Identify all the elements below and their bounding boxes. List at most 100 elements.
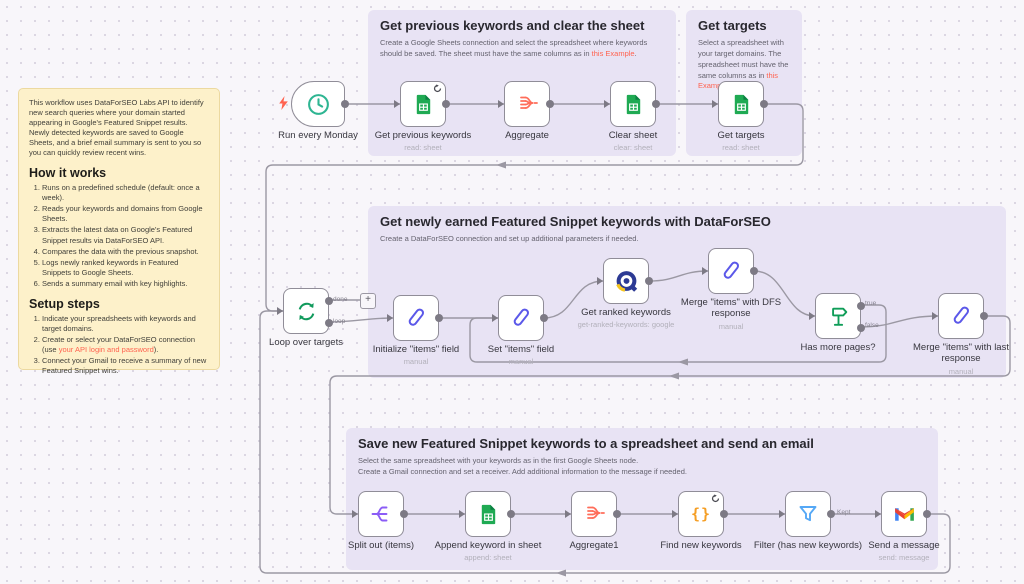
output-port[interactable] bbox=[980, 312, 988, 320]
section-desc: Select the same spreadsheet with your ke… bbox=[358, 455, 639, 465]
output-port[interactable] bbox=[645, 277, 653, 285]
list-item: Connect your Gmail to receive a summary … bbox=[42, 356, 209, 376]
node-label: Run every Monday bbox=[278, 130, 358, 141]
section-dataforseo[interactable]: Get newly earned Featured Snippet keywor… bbox=[368, 206, 1006, 378]
input-port[interactable] bbox=[702, 267, 708, 275]
node-subtitle: manual bbox=[403, 357, 429, 367]
input-port[interactable] bbox=[932, 312, 938, 320]
section-desc: Create a Google Sheets connection and se… bbox=[380, 38, 664, 60]
output-port-true[interactable] bbox=[857, 302, 865, 310]
input-port[interactable] bbox=[712, 100, 718, 108]
input-port[interactable] bbox=[387, 314, 393, 322]
node-subtitle: send: message bbox=[878, 553, 930, 563]
section-get-targets[interactable]: Get targets Select a spreadsheet with yo… bbox=[686, 10, 802, 156]
loop-icon bbox=[298, 302, 314, 320]
output-port[interactable] bbox=[442, 100, 450, 108]
output-port[interactable] bbox=[546, 100, 554, 108]
node-label: Clear sheet bbox=[608, 130, 658, 141]
output-port[interactable] bbox=[400, 510, 408, 518]
input-port[interactable] bbox=[875, 510, 881, 518]
output-port-false[interactable] bbox=[857, 324, 865, 332]
node-label: Merge "items" with DFS response bbox=[680, 297, 782, 320]
output-port-loop[interactable] bbox=[325, 319, 333, 327]
filter-funnel-icon bbox=[799, 506, 817, 522]
output-port[interactable] bbox=[827, 510, 835, 518]
node-has-more-pages[interactable]: Has more pages? bbox=[801, 293, 875, 353]
node-subtitle: read: sheet bbox=[722, 143, 760, 153]
node-label: Filter (has new keywords) bbox=[753, 540, 863, 551]
port-label-false: false bbox=[865, 322, 879, 329]
input-port[interactable] bbox=[459, 510, 465, 518]
node-subtitle: manual bbox=[948, 366, 974, 376]
input-port[interactable] bbox=[565, 510, 571, 518]
input-port[interactable] bbox=[394, 100, 400, 108]
input-port[interactable] bbox=[672, 510, 678, 518]
input-port[interactable] bbox=[779, 510, 785, 518]
output-port[interactable] bbox=[750, 267, 758, 275]
output-port[interactable] bbox=[720, 510, 728, 518]
node-label: Set "items" field bbox=[487, 344, 555, 355]
node-label: Find new keywords bbox=[660, 540, 742, 551]
section-save-and-email[interactable]: Save new Featured Snippet keywords to a … bbox=[346, 428, 938, 570]
node-filter-has-new-keywords[interactable]: Filter (has new keywords) bbox=[754, 491, 862, 551]
node-label: Send a message bbox=[868, 540, 940, 551]
code-braces-icon: {} bbox=[690, 505, 712, 523]
dataforseo-icon bbox=[615, 270, 637, 292]
node-label: Aggregate1 bbox=[569, 540, 619, 551]
google-sheets-icon bbox=[481, 504, 495, 524]
output-port[interactable] bbox=[923, 510, 931, 518]
list-item-text: Create or select your DataForSEO connect… bbox=[42, 334, 195, 354]
output-port[interactable] bbox=[760, 100, 768, 108]
port-label-done: done bbox=[333, 296, 348, 303]
list-item: Logs newly ranked keywords in Featured S… bbox=[42, 258, 209, 278]
node-send-a-message[interactable]: Send a message send: message bbox=[868, 491, 940, 562]
output-port[interactable] bbox=[652, 100, 660, 108]
input-port[interactable] bbox=[604, 100, 610, 108]
node-get-targets[interactable]: Get targets read: sheet bbox=[712, 81, 768, 152]
input-port[interactable] bbox=[277, 307, 283, 315]
node-label: Get targets bbox=[717, 130, 765, 141]
node-run-every-monday[interactable]: Run every Monday bbox=[278, 81, 358, 141]
example-link[interactable]: this Example bbox=[591, 48, 635, 58]
list-item: Indicate your spreadsheets with keywords… bbox=[42, 314, 209, 334]
node-aggregate[interactable]: Aggregate bbox=[498, 81, 554, 141]
node-find-new-keywords[interactable]: {} Find new keywords bbox=[660, 491, 742, 551]
node-aggregate1[interactable]: Aggregate1 bbox=[565, 491, 621, 551]
how-it-works-list: Runs on a predefined schedule (default: … bbox=[29, 183, 209, 288]
node-loop-over-targets[interactable]: Loop over targets bbox=[269, 288, 343, 348]
api-login-link[interactable]: your API login and password bbox=[58, 344, 154, 354]
port-label-kept: Kept bbox=[837, 509, 851, 516]
example-link[interactable]: this Example bbox=[698, 70, 779, 91]
output-port[interactable] bbox=[435, 314, 443, 322]
list-item: Sends a summary email with key highlight… bbox=[42, 279, 209, 289]
input-port[interactable] bbox=[597, 277, 603, 285]
setup-steps-list: Indicate your spreadsheets with keywords… bbox=[29, 314, 209, 376]
add-node-plus-button[interactable]: + bbox=[360, 293, 376, 309]
node-label: Get ranked keywords bbox=[581, 307, 671, 318]
section-title: Get newly earned Featured Snippet keywor… bbox=[380, 214, 771, 229]
input-port[interactable] bbox=[352, 510, 358, 518]
input-port[interactable] bbox=[498, 100, 504, 108]
output-port-done[interactable] bbox=[325, 297, 333, 305]
sticky-note[interactable]: This workflow uses DataForSEO Labs API t… bbox=[18, 88, 220, 375]
output-port[interactable] bbox=[613, 510, 621, 518]
input-port[interactable] bbox=[809, 312, 815, 320]
input-port[interactable] bbox=[492, 314, 498, 322]
sticky-intro: This workflow uses DataForSEO Labs API t… bbox=[29, 98, 204, 158]
output-port[interactable] bbox=[540, 314, 548, 322]
output-port[interactable] bbox=[341, 100, 349, 108]
node-split-out-items[interactable]: Split out (items) bbox=[348, 491, 414, 551]
node-subtitle: manual bbox=[718, 321, 744, 331]
node-label: Loop over targets bbox=[269, 337, 343, 348]
output-port[interactable] bbox=[507, 510, 515, 518]
section-title: Get targets bbox=[698, 18, 767, 33]
